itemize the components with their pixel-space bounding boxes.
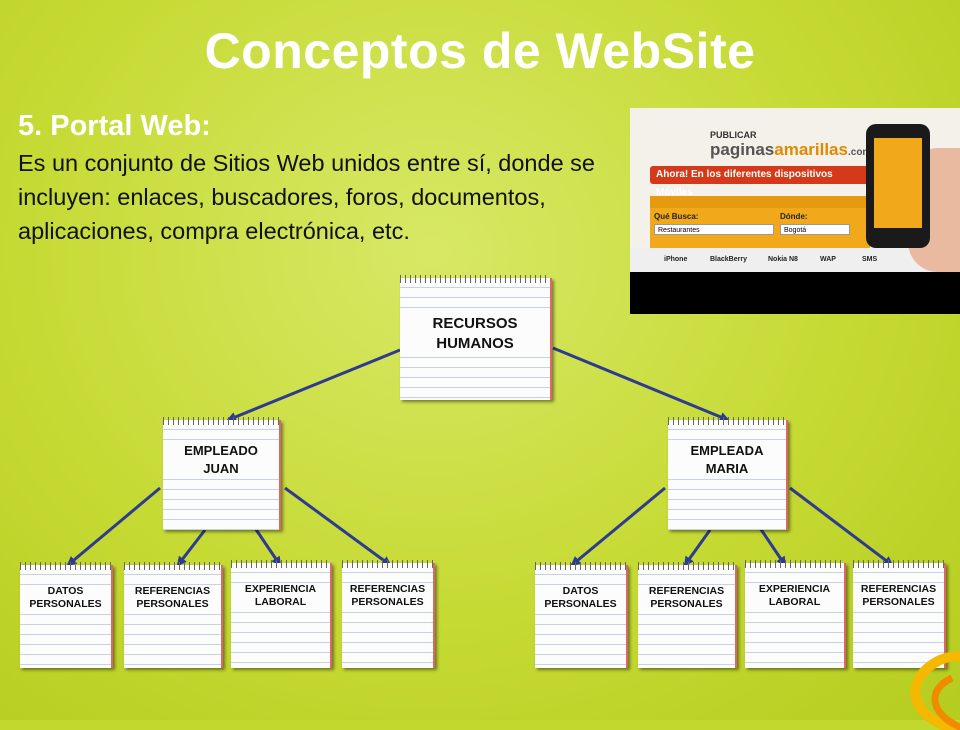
- spiral-rings: [400, 275, 550, 283]
- slide-title: Conceptos de WebSite: [204, 23, 756, 79]
- node-label-line2: PERSONALES: [136, 598, 209, 610]
- node-label: DATOS PERSONALES: [535, 585, 626, 611]
- ad-brand-a: paginas: [710, 140, 775, 159]
- ad-brand-c: .com: [847, 147, 872, 158]
- ad-que-label: Qué Busca:: [654, 212, 699, 221]
- ad-device-sms: SMS: [862, 256, 878, 263]
- leaf-experiencia-laboral-maria: EXPERIENCIA LABORAL: [745, 560, 846, 668]
- node-label-line1: REFERENCIAS: [134, 585, 211, 597]
- node-label: RECURSOS HUMANOS: [400, 314, 550, 354]
- body-paragraph: Es un conjunto de Sitios Web unidos entr…: [18, 150, 595, 244]
- spiral-rings: [342, 560, 433, 568]
- spiral-rings: [853, 560, 944, 568]
- leaf-datos-personales-maria: DATOS PERSONALES: [535, 562, 628, 668]
- arrow-right-leaf3: [758, 527, 787, 567]
- ad-banner: Ahora! En los diferentes dispositivos Mó…: [650, 166, 870, 198]
- node-label-line2: PERSONALES: [544, 598, 617, 610]
- spiral-rings: [638, 562, 735, 570]
- ad-donde-input: Bogotá: [780, 224, 850, 235]
- arrow-right-leaf4: [789, 486, 894, 567]
- node-label: EXPERIENCIA LABORAL: [745, 583, 844, 609]
- node-label-line1: EXPERIENCIA: [244, 583, 317, 595]
- node-label-line1: REFERENCIAS: [860, 583, 937, 595]
- node-label-line2: PERSONALES: [351, 596, 424, 608]
- ad-device-iphone: iPhone: [664, 256, 688, 263]
- leaf-referencias-personales-juan-2: REFERENCIAS PERSONALES: [342, 560, 435, 668]
- spiral-rings: [124, 562, 221, 570]
- node-label-line1: REFERENCIAS: [349, 583, 426, 595]
- ad-tabs: [650, 196, 870, 208]
- arrow-right-leaf2: [683, 529, 712, 567]
- node-empleada-maria: EMPLEADA MARIA: [668, 417, 788, 530]
- node-label-line2: PERSONALES: [29, 598, 102, 610]
- ad-brand-logo: paginasamarillas.com: [710, 140, 871, 160]
- ad-brand-small: PUBLICAR: [710, 130, 757, 140]
- node-empleado-juan: EMPLEADO JUAN: [163, 417, 281, 530]
- spiral-rings: [163, 417, 279, 425]
- node-label-line1: DATOS: [47, 585, 84, 597]
- leaf-referencias-personales-juan-1: REFERENCIAS PERSONALES: [124, 562, 223, 668]
- arrow-left-leaf3: [253, 527, 282, 567]
- ad-device-wap: WAP: [820, 256, 836, 263]
- ad-brand-b: amarillas: [774, 140, 848, 159]
- phone-screen: [874, 138, 922, 228]
- node-label: EMPLEADA MARIA: [668, 442, 786, 478]
- ad-donde-label: Dónde:: [780, 212, 808, 221]
- ad-device-nokia: Nokia N8: [768, 256, 798, 263]
- node-label-line1: EMPLEADO: [184, 443, 258, 458]
- node-recursos-humanos: RECURSOS HUMANOS: [400, 275, 552, 400]
- arrow-root-right: [552, 346, 730, 422]
- leaf-datos-personales-juan: DATOS PERSONALES: [20, 562, 113, 668]
- node-label-line2: JUAN: [203, 461, 239, 476]
- node-label-line1: DATOS: [562, 585, 599, 597]
- node-label: REFERENCIAS PERSONALES: [124, 585, 221, 611]
- arrow-left-leaf4: [284, 486, 392, 567]
- leaf-referencias-personales-maria-1: REFERENCIAS PERSONALES: [638, 562, 737, 668]
- section-heading: 5. Portal Web:: [18, 110, 211, 142]
- decorative-swirl-icon: [910, 651, 960, 730]
- ad-device-strip: [630, 248, 960, 272]
- node-label: REFERENCIAS PERSONALES: [638, 585, 735, 611]
- node-label-line1: EMPLEADA: [690, 443, 764, 458]
- spiral-rings: [20, 562, 111, 570]
- node-label: REFERENCIAS PERSONALES: [342, 583, 433, 609]
- node-label-line1: REFERENCIAS: [648, 585, 725, 597]
- arrow-left-leaf1: [66, 486, 161, 567]
- arrow-root-left: [226, 348, 401, 422]
- leaf-experiencia-laboral-juan: EXPERIENCIA LABORAL: [231, 560, 332, 668]
- node-label: EXPERIENCIA LABORAL: [231, 583, 330, 609]
- leaf-referencias-personales-maria-2: REFERENCIAS PERSONALES: [853, 560, 946, 668]
- node-label: REFERENCIAS PERSONALES: [853, 583, 944, 609]
- node-label-line2: LABORAL: [254, 596, 307, 608]
- spiral-rings: [231, 560, 330, 568]
- spiral-rings: [535, 562, 626, 570]
- arrow-left-leaf2: [176, 529, 207, 567]
- node-label-line2: HUMANOS: [436, 335, 514, 352]
- node-label-line1: EXPERIENCIA: [758, 583, 831, 595]
- spiral-rings: [745, 560, 844, 568]
- node-label-line2: PERSONALES: [650, 598, 723, 610]
- node-label: DATOS PERSONALES: [20, 585, 111, 611]
- arrow-right-leaf1: [570, 486, 666, 567]
- node-label: EMPLEADO JUAN: [163, 442, 279, 478]
- ad-device-blackberry: BlackBerry: [710, 256, 747, 263]
- paginas-amarillas-image: PUBLICAR paginasamarillas.com Ahora! En …: [630, 108, 960, 314]
- spiral-rings: [668, 417, 786, 425]
- node-label-line2: PERSONALES: [862, 596, 935, 608]
- ad-que-input: Restaurantes: [654, 224, 774, 235]
- node-label-line2: LABORAL: [768, 596, 821, 608]
- node-label-line1: RECURSOS: [432, 315, 518, 332]
- node-label-line2: MARIA: [705, 461, 749, 476]
